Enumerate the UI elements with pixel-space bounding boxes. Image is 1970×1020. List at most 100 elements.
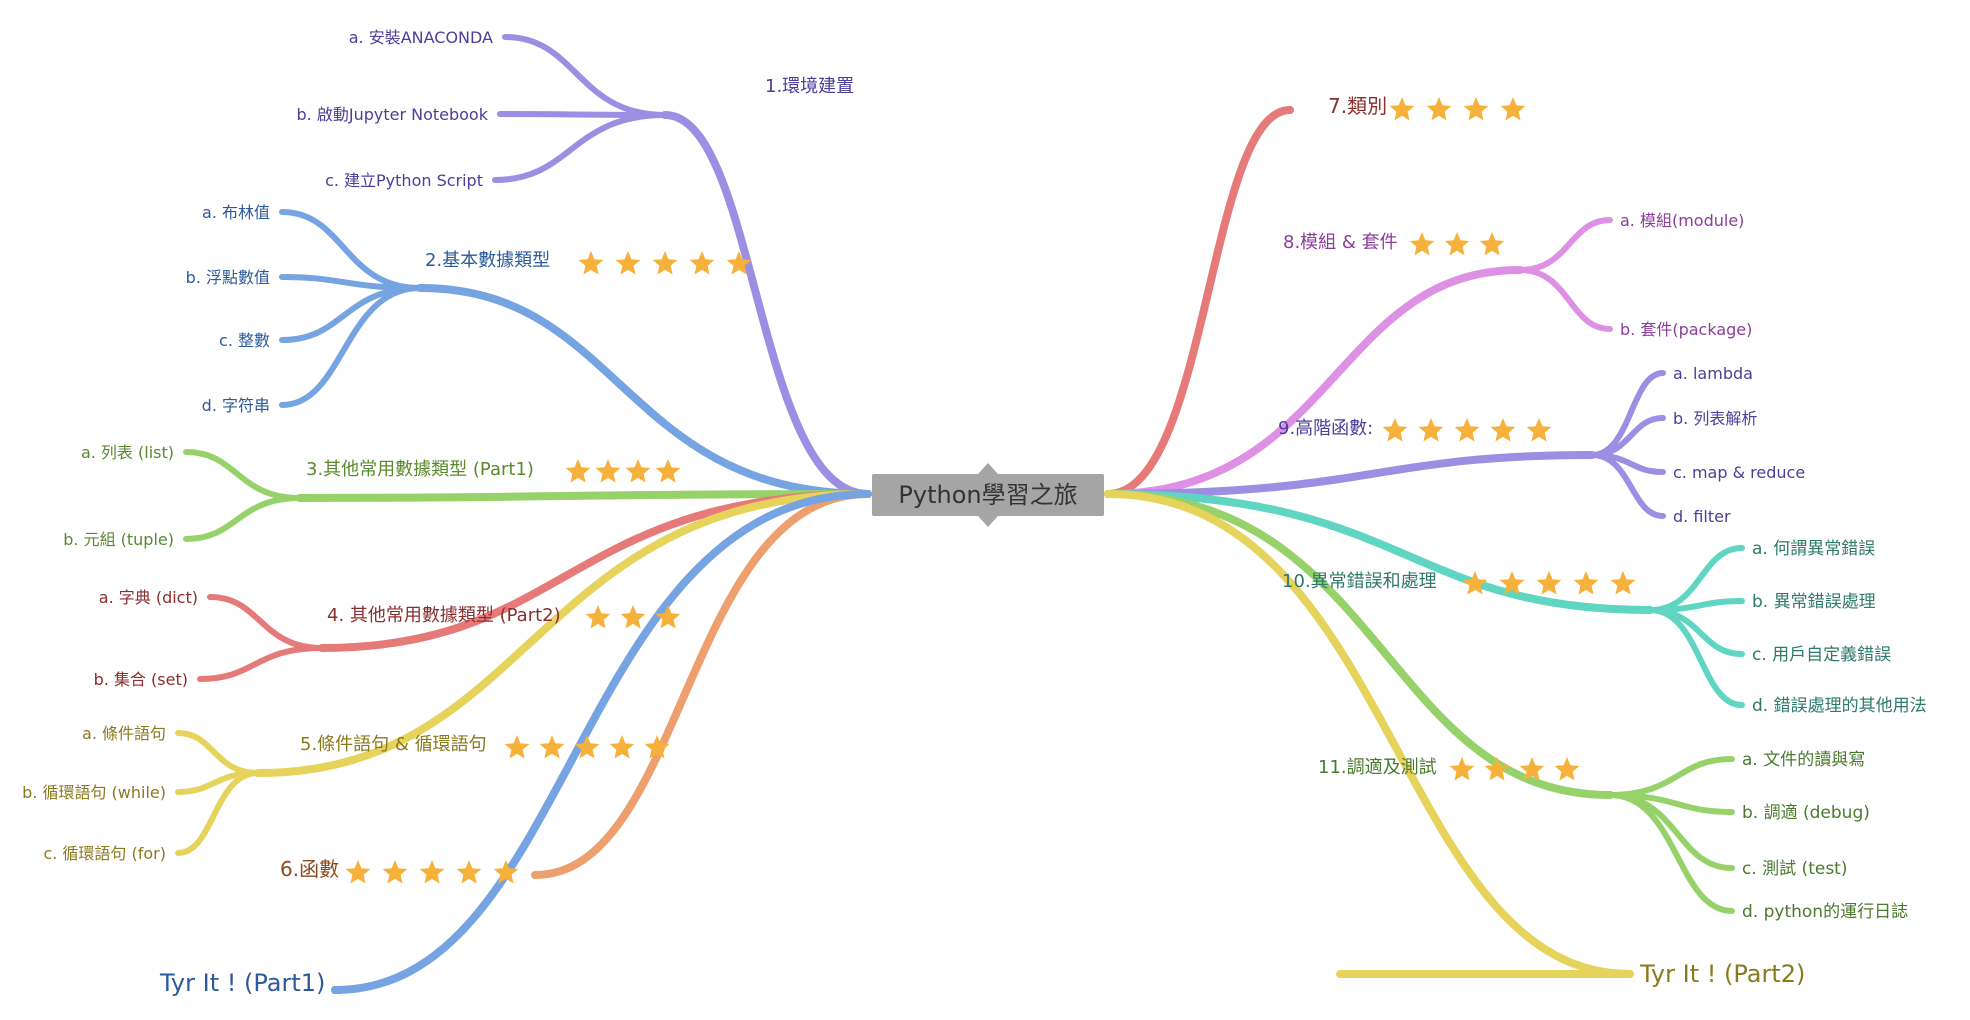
child-connector	[1589, 452, 1666, 519]
star-icon	[1526, 418, 1552, 442]
child-node-b11-0[interactable]: a. 文件的讀與寫	[1742, 750, 1865, 770]
child-connector	[183, 449, 303, 501]
star-icon	[1610, 571, 1636, 595]
child-connector	[279, 285, 423, 408]
child-node-b9-1[interactable]: b. 列表解析	[1673, 409, 1757, 428]
star-icon	[504, 735, 530, 759]
child-node-b10-0[interactable]: a. 何謂異常錯誤	[1752, 539, 1875, 559]
child-connector	[175, 730, 261, 776]
star-icon	[620, 605, 646, 629]
star-icon	[1499, 571, 1525, 595]
child-node-b10-2[interactable]: c. 用戶自定義錯誤	[1752, 645, 1891, 665]
branch-b10	[1104, 490, 1745, 708]
child-node-b4-1[interactable]: b. 集合 (set)	[94, 670, 188, 689]
branch-label-b3[interactable]: 3.其他常用數據類型 (Part1)	[306, 459, 534, 480]
branch-b9	[1104, 370, 1666, 519]
child-node-b3-1[interactable]: b. 元組 (tuple)	[63, 530, 174, 549]
root-node[interactable]: Python學習之旅	[872, 463, 1104, 527]
star-icon	[419, 860, 445, 884]
star-icon	[574, 735, 600, 759]
child-connector	[183, 495, 303, 542]
child-node-b8-1[interactable]: b. 套件(package)	[1620, 320, 1752, 339]
branch-connector	[1104, 106, 1294, 498]
branch-label-b8[interactable]: 8.模組 & 套件	[1283, 232, 1398, 253]
child-node-b9-3[interactable]: d. filter	[1673, 507, 1731, 526]
child-node-b5-2[interactable]: c. 循環語句 (for)	[43, 844, 166, 863]
star-icon	[1382, 418, 1408, 442]
branch-label-b4[interactable]: 4. 其他常用數據類型 (Part2)	[327, 605, 561, 626]
branch-connector	[661, 111, 872, 498]
star-icon	[1449, 757, 1475, 781]
star-icon	[609, 735, 635, 759]
child-node-b1-0[interactable]: a. 安裝ANACONDA	[349, 28, 493, 47]
branch-connector	[1104, 490, 1654, 614]
branch-connector	[331, 490, 872, 994]
branch-b3	[183, 449, 872, 542]
branch-label-b1[interactable]: 1.環境建置	[765, 76, 854, 97]
child-node-b11-1[interactable]: b. 調適 (debug)	[1742, 803, 1870, 823]
child-node-b9-2[interactable]: c. map & reduce	[1673, 463, 1805, 482]
child-node-b5-0[interactable]: a. 條件語句	[82, 724, 166, 743]
star-icon	[493, 860, 519, 884]
branch-connector	[1104, 266, 1524, 498]
branch-label-b2[interactable]: 2.基本數據類型	[425, 250, 550, 271]
star-icon	[652, 251, 678, 275]
star-icon	[345, 860, 371, 884]
star-icon	[689, 251, 715, 275]
child-node-b10-1[interactable]: b. 異常錯誤處理	[1752, 592, 1876, 612]
child-node-b2-3[interactable]: d. 字符串	[202, 396, 270, 415]
child-node-b8-0[interactable]: a. 模組(module)	[1620, 211, 1744, 230]
branch-connector	[416, 284, 872, 498]
branch-label-b5[interactable]: 5.條件語句 & 循環語句	[300, 734, 487, 755]
star-icon	[655, 605, 681, 629]
branch-label-b7[interactable]: 7.類別	[1328, 94, 1387, 118]
branch-connector	[254, 490, 872, 777]
star-icon	[615, 251, 641, 275]
branch-label-b9[interactable]: 9.高階函數:	[1278, 418, 1373, 439]
star-icon	[726, 251, 752, 275]
branch-connector	[296, 490, 872, 502]
star-icon	[1418, 418, 1444, 442]
branch-b2	[279, 209, 872, 498]
star-icon	[1426, 97, 1452, 121]
star-icon	[585, 605, 611, 629]
child-node-b5-1[interactable]: b. 循環語句 (while)	[22, 783, 166, 802]
child-node-b3-0[interactable]: a. 列表 (list)	[81, 443, 174, 462]
star-icon	[1389, 97, 1415, 121]
branch-connector	[1104, 451, 1596, 498]
star-icon	[1490, 418, 1516, 442]
child-node-b2-0[interactable]: a. 布林值	[202, 203, 270, 222]
child-node-b2-1[interactable]: b. 浮點數值	[186, 268, 270, 287]
child-node-b11-2[interactable]: c. 測試 (test)	[1742, 859, 1847, 879]
child-connector	[1607, 756, 1735, 798]
branch-label-b6[interactable]: 6.函數	[280, 857, 339, 881]
branch-connector	[531, 490, 872, 879]
star-icon	[1519, 757, 1545, 781]
mindmap-nodes: 1.環境建置 a. 安裝ANACONDA b. 啟動Jupyter Notebook…	[22, 28, 1926, 997]
branch-label-b11[interactable]: 11.調適及測試	[1318, 757, 1437, 778]
child-connector	[1517, 267, 1613, 332]
child-node-b1-1[interactable]: b. 啟動Jupyter Notebook	[297, 105, 489, 124]
star-icon	[595, 459, 621, 483]
branch-label-tr[interactable]: Tyr It ! (Part2)	[1639, 960, 1805, 988]
star-icon	[1409, 232, 1435, 256]
child-connector	[502, 34, 668, 118]
child-connector	[175, 770, 261, 856]
child-node-b4-0[interactable]: a. 字典 (dict)	[99, 588, 198, 607]
branch-label-tl[interactable]: Tyr It ! (Part1)	[159, 969, 325, 997]
child-node-b10-3[interactable]: d. 錯誤處理的其他用法	[1752, 696, 1927, 716]
star-icon	[456, 860, 482, 884]
child-connector	[279, 274, 423, 291]
child-node-b2-2[interactable]: c. 整數	[219, 331, 270, 350]
star-icon	[578, 251, 604, 275]
child-node-b9-0[interactable]: a. lambda	[1673, 364, 1753, 383]
child-connector	[492, 112, 668, 183]
child-node-b1-2[interactable]: c. 建立Python Script	[325, 171, 483, 190]
child-node-b11-3[interactable]: d. python的運行日誌	[1742, 902, 1908, 922]
child-connector	[1607, 792, 1735, 871]
branch-b5	[175, 490, 872, 856]
star-icon	[539, 735, 565, 759]
branch-label-b10[interactable]: 10.異常錯誤和處理	[1282, 571, 1437, 592]
child-connector	[197, 645, 325, 682]
